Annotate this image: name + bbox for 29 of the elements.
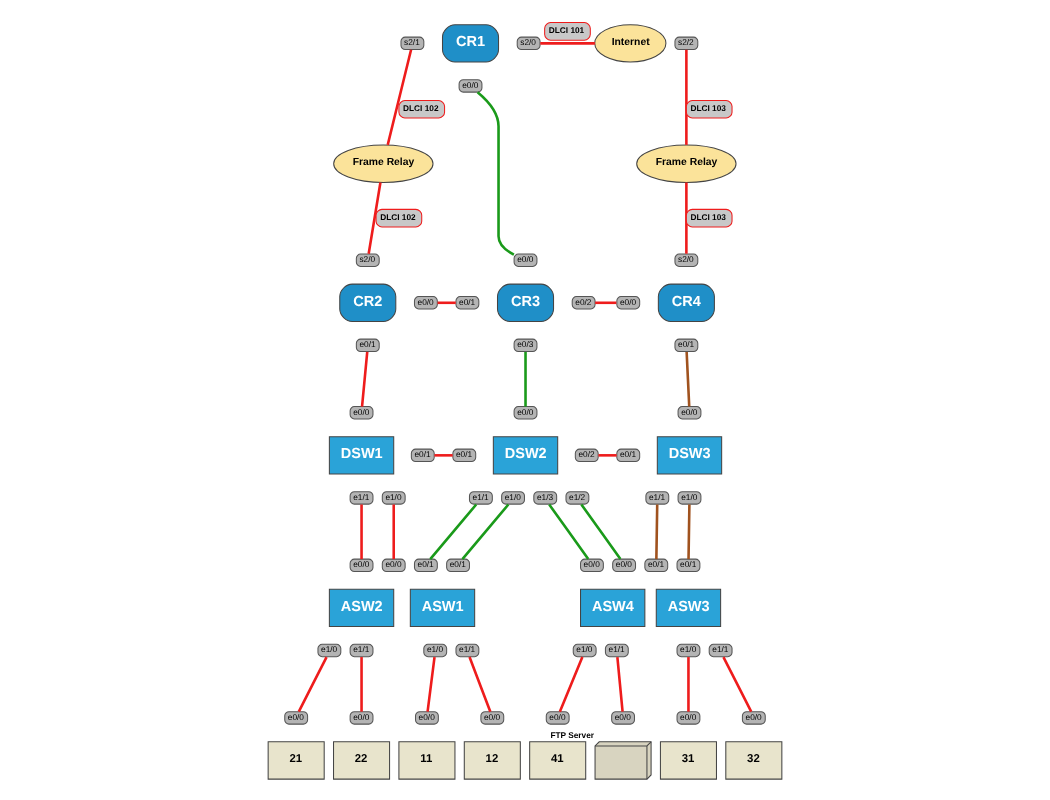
connector (434, 454, 453, 457)
connector (616, 656, 624, 712)
connector (685, 351, 691, 407)
connector (392, 504, 395, 560)
connector (429, 503, 478, 560)
connector (437, 301, 456, 305)
connector (558, 656, 584, 713)
connector (722, 656, 753, 713)
connector (461, 503, 510, 560)
connector (476, 91, 515, 256)
connector (580, 503, 622, 560)
connector (687, 504, 691, 560)
connector (360, 351, 369, 407)
connector (685, 182, 688, 254)
connector (386, 49, 413, 146)
connector (367, 182, 382, 254)
connector (524, 351, 527, 407)
connector (468, 656, 492, 713)
connector (598, 454, 617, 457)
connector (360, 657, 363, 712)
connector (426, 656, 436, 712)
connector (655, 504, 659, 560)
connector (540, 42, 595, 45)
connector (548, 503, 590, 560)
connector (595, 301, 617, 305)
connector (685, 49, 688, 145)
connector (360, 504, 363, 560)
connector (687, 657, 690, 712)
connector (297, 656, 328, 713)
